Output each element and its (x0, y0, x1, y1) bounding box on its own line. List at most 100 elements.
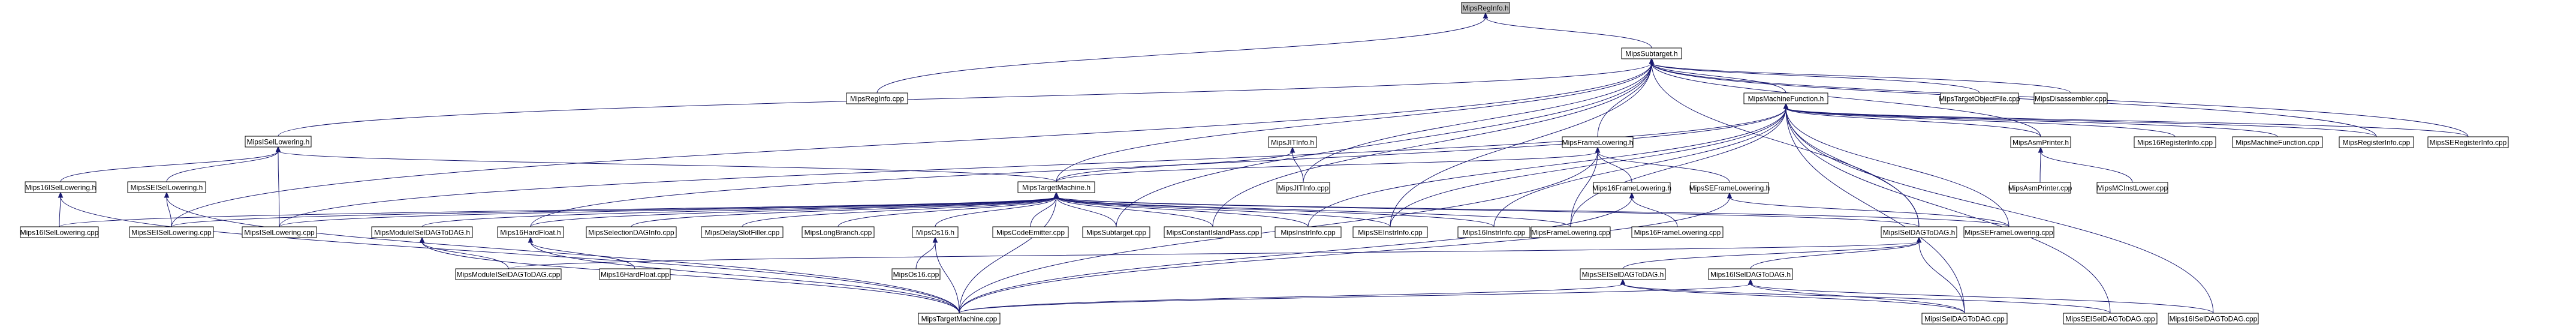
node-jitinfo-h[interactable]: MipsJITInfo.h (1268, 136, 1317, 148)
node-label: MipsDisassembler.cpp (2035, 95, 2107, 103)
node-box (1082, 226, 1150, 238)
dependency-edge (1785, 107, 1965, 314)
node-isellowering-cpp[interactable]: MipsISelLowering.cpp (242, 226, 317, 238)
dependency-edge (1785, 107, 2214, 314)
node-box (371, 226, 473, 238)
node-label: MipsMachineFunction.cpp (2235, 139, 2319, 147)
node-os16-h[interactable]: MipsOs16.h (912, 226, 959, 238)
node-m16framelowering-cpp[interactable]: Mips16FrameLowering.cpp (1631, 226, 1724, 238)
node-targetmachine-h[interactable]: MipsTargetMachine.h (1017, 181, 1095, 193)
node-box (1275, 226, 1342, 238)
dependency-edge (1785, 107, 2111, 314)
node-disassembler-cpp[interactable]: MipsDisassembler.cpp (2033, 92, 2108, 104)
dependency-edge (1390, 107, 1786, 227)
node-iseldagtodag-cpp[interactable]: MipsISelDAGToDAG.cpp (1921, 313, 2008, 325)
node-box (1963, 226, 2054, 238)
node-m16hardfloat-h[interactable]: Mips16HardFloat.h (497, 226, 564, 238)
dependency-edge (1030, 196, 1057, 227)
dependency-edge (166, 196, 960, 314)
node-label: MipsMCInstLower.cpp (2097, 184, 2168, 193)
node-box (1621, 47, 1682, 59)
node-reginfo-h: MipsRegInfo.h (1461, 2, 1510, 14)
node-m16hardfloat-cpp[interactable]: Mips16HardFloat.cpp (599, 268, 671, 280)
dependency-edge (1056, 196, 1571, 227)
dependency-edge (1750, 241, 1920, 269)
node-seiseldagtodag-cpp[interactable]: MipsSEISelDAGToDAG.cpp (2063, 313, 2158, 325)
node-constantislandpass-cpp[interactable]: MipsConstantIslandPass.cpp (1164, 226, 1262, 238)
node-box (129, 226, 214, 238)
node-modulesdagtodag-h[interactable]: MipsModuleISelDAGToDAG.h (371, 226, 473, 238)
dependency-edge (1056, 151, 1293, 182)
node-m16instrinfo-cpp[interactable]: Mips16InstrInfo.cpp (1457, 226, 1530, 238)
node-modulesdagtodag-cpp[interactable]: MipsModuleISelDAGToDAG.cpp (455, 268, 562, 280)
node-seinstrinfo-cpp[interactable]: MipsSEInstrInfo.cpp (1352, 226, 1428, 238)
dependency-edge (166, 196, 172, 227)
node-iseldagtodag-h[interactable]: MipsISelDAGToDAG.h (1881, 226, 1957, 238)
node-isellowering-h[interactable]: MipsISelLowering.h (245, 136, 312, 148)
node-label: MipsSelectionDAGInfo.cpp (588, 229, 674, 237)
node-seisellowering-cpp[interactable]: MipsSEISelLowering.cpp (129, 226, 214, 238)
node-machinefunction-h[interactable]: MipsMachineFunction.h (1743, 92, 1828, 104)
dependency-edge (278, 151, 280, 227)
dependency-edge (1785, 107, 1920, 227)
node-m16iseldagtodag-cpp[interactable]: Mips16ISelDAGToDAG.cpp (2168, 313, 2259, 325)
dependency-edge (1622, 241, 1920, 269)
dependency-edge (2040, 151, 2133, 183)
node-box (1530, 226, 1611, 238)
dependency-edge (1056, 196, 1213, 227)
node-reginfo-cpp[interactable]: MipsRegInfo.cpp (846, 92, 908, 104)
node-longbranch-cpp[interactable]: MipsLongBranch.cpp (802, 226, 875, 238)
node-m16isellowering-h[interactable]: Mips16ISelLowering.h (25, 181, 97, 193)
node-label: MipsISelLowering.cpp (244, 229, 315, 237)
node-seisellowering-h[interactable]: MipsSEISelLowering.h (127, 181, 206, 193)
node-m16iseldagtodag-h[interactable]: Mips16ISelDAGToDAG.h (1708, 268, 1793, 280)
node-targetmachine-cpp[interactable]: MipsTargetMachine.cpp (918, 313, 1001, 325)
dependency-edge (1785, 107, 2377, 137)
node-instrinfo-cpp[interactable]: MipsInstrInfo.cpp (1275, 226, 1342, 238)
node-asmprinter-h[interactable]: MipsAsmPrinter.h (2010, 136, 2071, 148)
dependency-edge (1785, 107, 2278, 137)
node-delayslotfiller-cpp[interactable]: MipsDelaySlotFiller.cpp (701, 226, 784, 238)
dependency-edge (1597, 62, 1652, 137)
node-label: MipsJITInfo.h (1271, 139, 1314, 147)
node-label: MipsISelLowering.h (247, 138, 310, 146)
node-selectiondaginfo-cpp[interactable]: MipsSelectionDAGInfo.cpp (586, 226, 677, 238)
node-box (2033, 92, 2108, 104)
node-box (1631, 226, 1724, 238)
node-m16framelowering-h[interactable]: Mips16FrameLowering.h (1592, 182, 1671, 194)
node-jitinfo-cpp[interactable]: MipsJITInfo.cpp (1276, 182, 1330, 194)
node-subtarget-h[interactable]: MipsSubtarget.h (1621, 47, 1682, 59)
node-os16-cpp[interactable]: MipsOs16.cpp (891, 268, 941, 280)
dependency-edge (1651, 62, 2071, 94)
node-label: MipsDelaySlotFiller.cpp (705, 229, 780, 237)
node-codeemitter-cpp[interactable]: MipsCodeEmitter.cpp (992, 226, 1069, 238)
dependency-edge (59, 196, 61, 227)
edge-arrowhead (275, 146, 281, 152)
node-registerinfo-cpp[interactable]: MipsRegisterInfo.cpp (2339, 136, 2414, 148)
node-m16registerinfo-cpp[interactable]: Mips16RegisterInfo.cpp (2134, 136, 2216, 148)
node-mcinstlower-cpp[interactable]: MipsMCInstLower.cpp (2096, 182, 2168, 194)
dependency-edge (508, 241, 1920, 269)
dependency-edge (278, 62, 1652, 137)
node-label: Mips16FrameLowering.cpp (1634, 229, 1721, 237)
node-targetobjectfile-cpp[interactable]: MipsTargetObjectFile.cpp (1939, 92, 2020, 104)
edge-arrowhead (1595, 146, 1601, 153)
node-seframelowering-h[interactable]: MipsSEFrameLowering.h (1689, 182, 1770, 194)
node-machinefunction-cpp[interactable]: MipsMachineFunction.cpp (2232, 136, 2323, 148)
node-framelowering-cpp[interactable]: MipsFrameLowering.cpp (1530, 226, 1611, 238)
node-m16isellowering-cpp[interactable]: Mips16ISelLowering.cpp (20, 226, 99, 238)
graph-edges (58, 12, 2469, 314)
dependency-edge (530, 241, 635, 269)
node-asmprinter-cpp[interactable]: MipsAsmPrinter.cpp (2008, 182, 2072, 194)
node-subtarget-cpp[interactable]: MipsSubtarget.cpp (1082, 226, 1150, 238)
dependency-edge (2039, 151, 2041, 183)
node-box (25, 181, 97, 193)
node-seiseldagtodag-h[interactable]: MipsSEISelDAGToDAG.h (1580, 268, 1666, 280)
node-seregisterinfo-cpp[interactable]: MipsSERegisterInfo.cpp (2427, 136, 2509, 148)
dependency-edge (60, 151, 279, 182)
node-label: Mips16FrameLowering.h (1592, 184, 1671, 193)
node-seframelowering-cpp[interactable]: MipsSEFrameLowering.cpp (1963, 226, 2054, 238)
node-box (891, 268, 941, 280)
node-label: MipsCodeEmitter.cpp (996, 229, 1065, 237)
node-framelowering-h[interactable]: MipsFrameLowering.h (1562, 136, 1634, 148)
